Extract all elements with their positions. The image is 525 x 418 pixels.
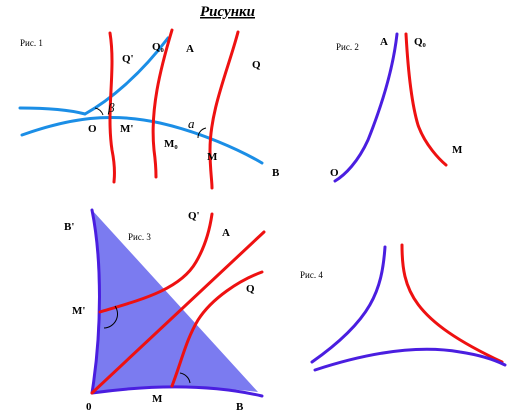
- fig3-angle-m: [179, 372, 191, 384]
- label-a: A: [186, 43, 194, 55]
- line-o-a: [90, 230, 266, 395]
- fig3-label-q: Q: [246, 283, 255, 295]
- page-title: Рисунки: [200, 4, 255, 20]
- fig4-curve-left: [310, 245, 387, 364]
- label-beta: β: [107, 100, 115, 115]
- line-oq0: [18, 36, 170, 116]
- figure-3-caption: Рис. 3: [128, 232, 151, 242]
- angle-beta-arc: [94, 107, 104, 116]
- curve-q-m: [208, 30, 240, 190]
- label-b: B: [272, 167, 280, 179]
- fig3-label-a: A: [222, 227, 230, 239]
- figure-4: Рис. 4: [300, 243, 507, 372]
- curve-q1-m1: [108, 31, 116, 184]
- line-ob: [20, 115, 264, 165]
- fig2-label-q0: Q₀: [414, 36, 427, 48]
- curve-q0-m: [404, 32, 448, 167]
- figure-1: Рис. 1 Q' Q₀ A Q β O M' M₀ a M B: [18, 28, 280, 190]
- fig3-label-b: B: [236, 401, 244, 413]
- fig2-label-o: O: [330, 167, 339, 179]
- fig3-label-m1: M': [72, 305, 85, 317]
- fig2-label-a: A: [380, 36, 388, 48]
- fig2-label-m: M: [452, 144, 463, 156]
- curve-m-q: [170, 270, 264, 388]
- label-q: Q: [252, 59, 261, 71]
- figure-2-caption: Рис. 2: [336, 42, 359, 52]
- fig4-curve-right: [400, 243, 504, 364]
- curve-a-m0: [151, 28, 174, 179]
- figure-3: Рис. 3 B' Q' A Q M' 0 M B: [64, 208, 266, 413]
- angle-alpha-arc: [197, 127, 207, 139]
- label-m1: M': [120, 123, 133, 135]
- side-ob1: [90, 208, 101, 395]
- label-q1: Q': [122, 53, 134, 65]
- fig3-label-b1: B': [64, 221, 74, 233]
- triangle-region: [92, 210, 258, 393]
- fig3-angle-m1: [103, 305, 119, 329]
- fig3-label-q1: Q': [188, 210, 200, 222]
- label-m: M: [207, 151, 218, 163]
- fig3-label-o: 0: [86, 401, 92, 413]
- label-q0: Q₀: [152, 41, 165, 53]
- curve-m1-q1: [98, 212, 214, 314]
- figure-1-caption: Рис. 1: [20, 38, 43, 48]
- figure-4-caption: Рис. 4: [300, 270, 323, 280]
- fig3-label-m: M: [152, 393, 163, 405]
- side-ob: [90, 385, 264, 398]
- label-m0: M₀: [164, 138, 178, 150]
- curve-a-o: [333, 32, 399, 183]
- figure-2: Рис. 2 A Q₀ M O: [330, 32, 463, 183]
- fig4-curve-bottom: [313, 347, 507, 372]
- label-o: O: [88, 123, 97, 135]
- label-alpha: a: [188, 116, 195, 131]
